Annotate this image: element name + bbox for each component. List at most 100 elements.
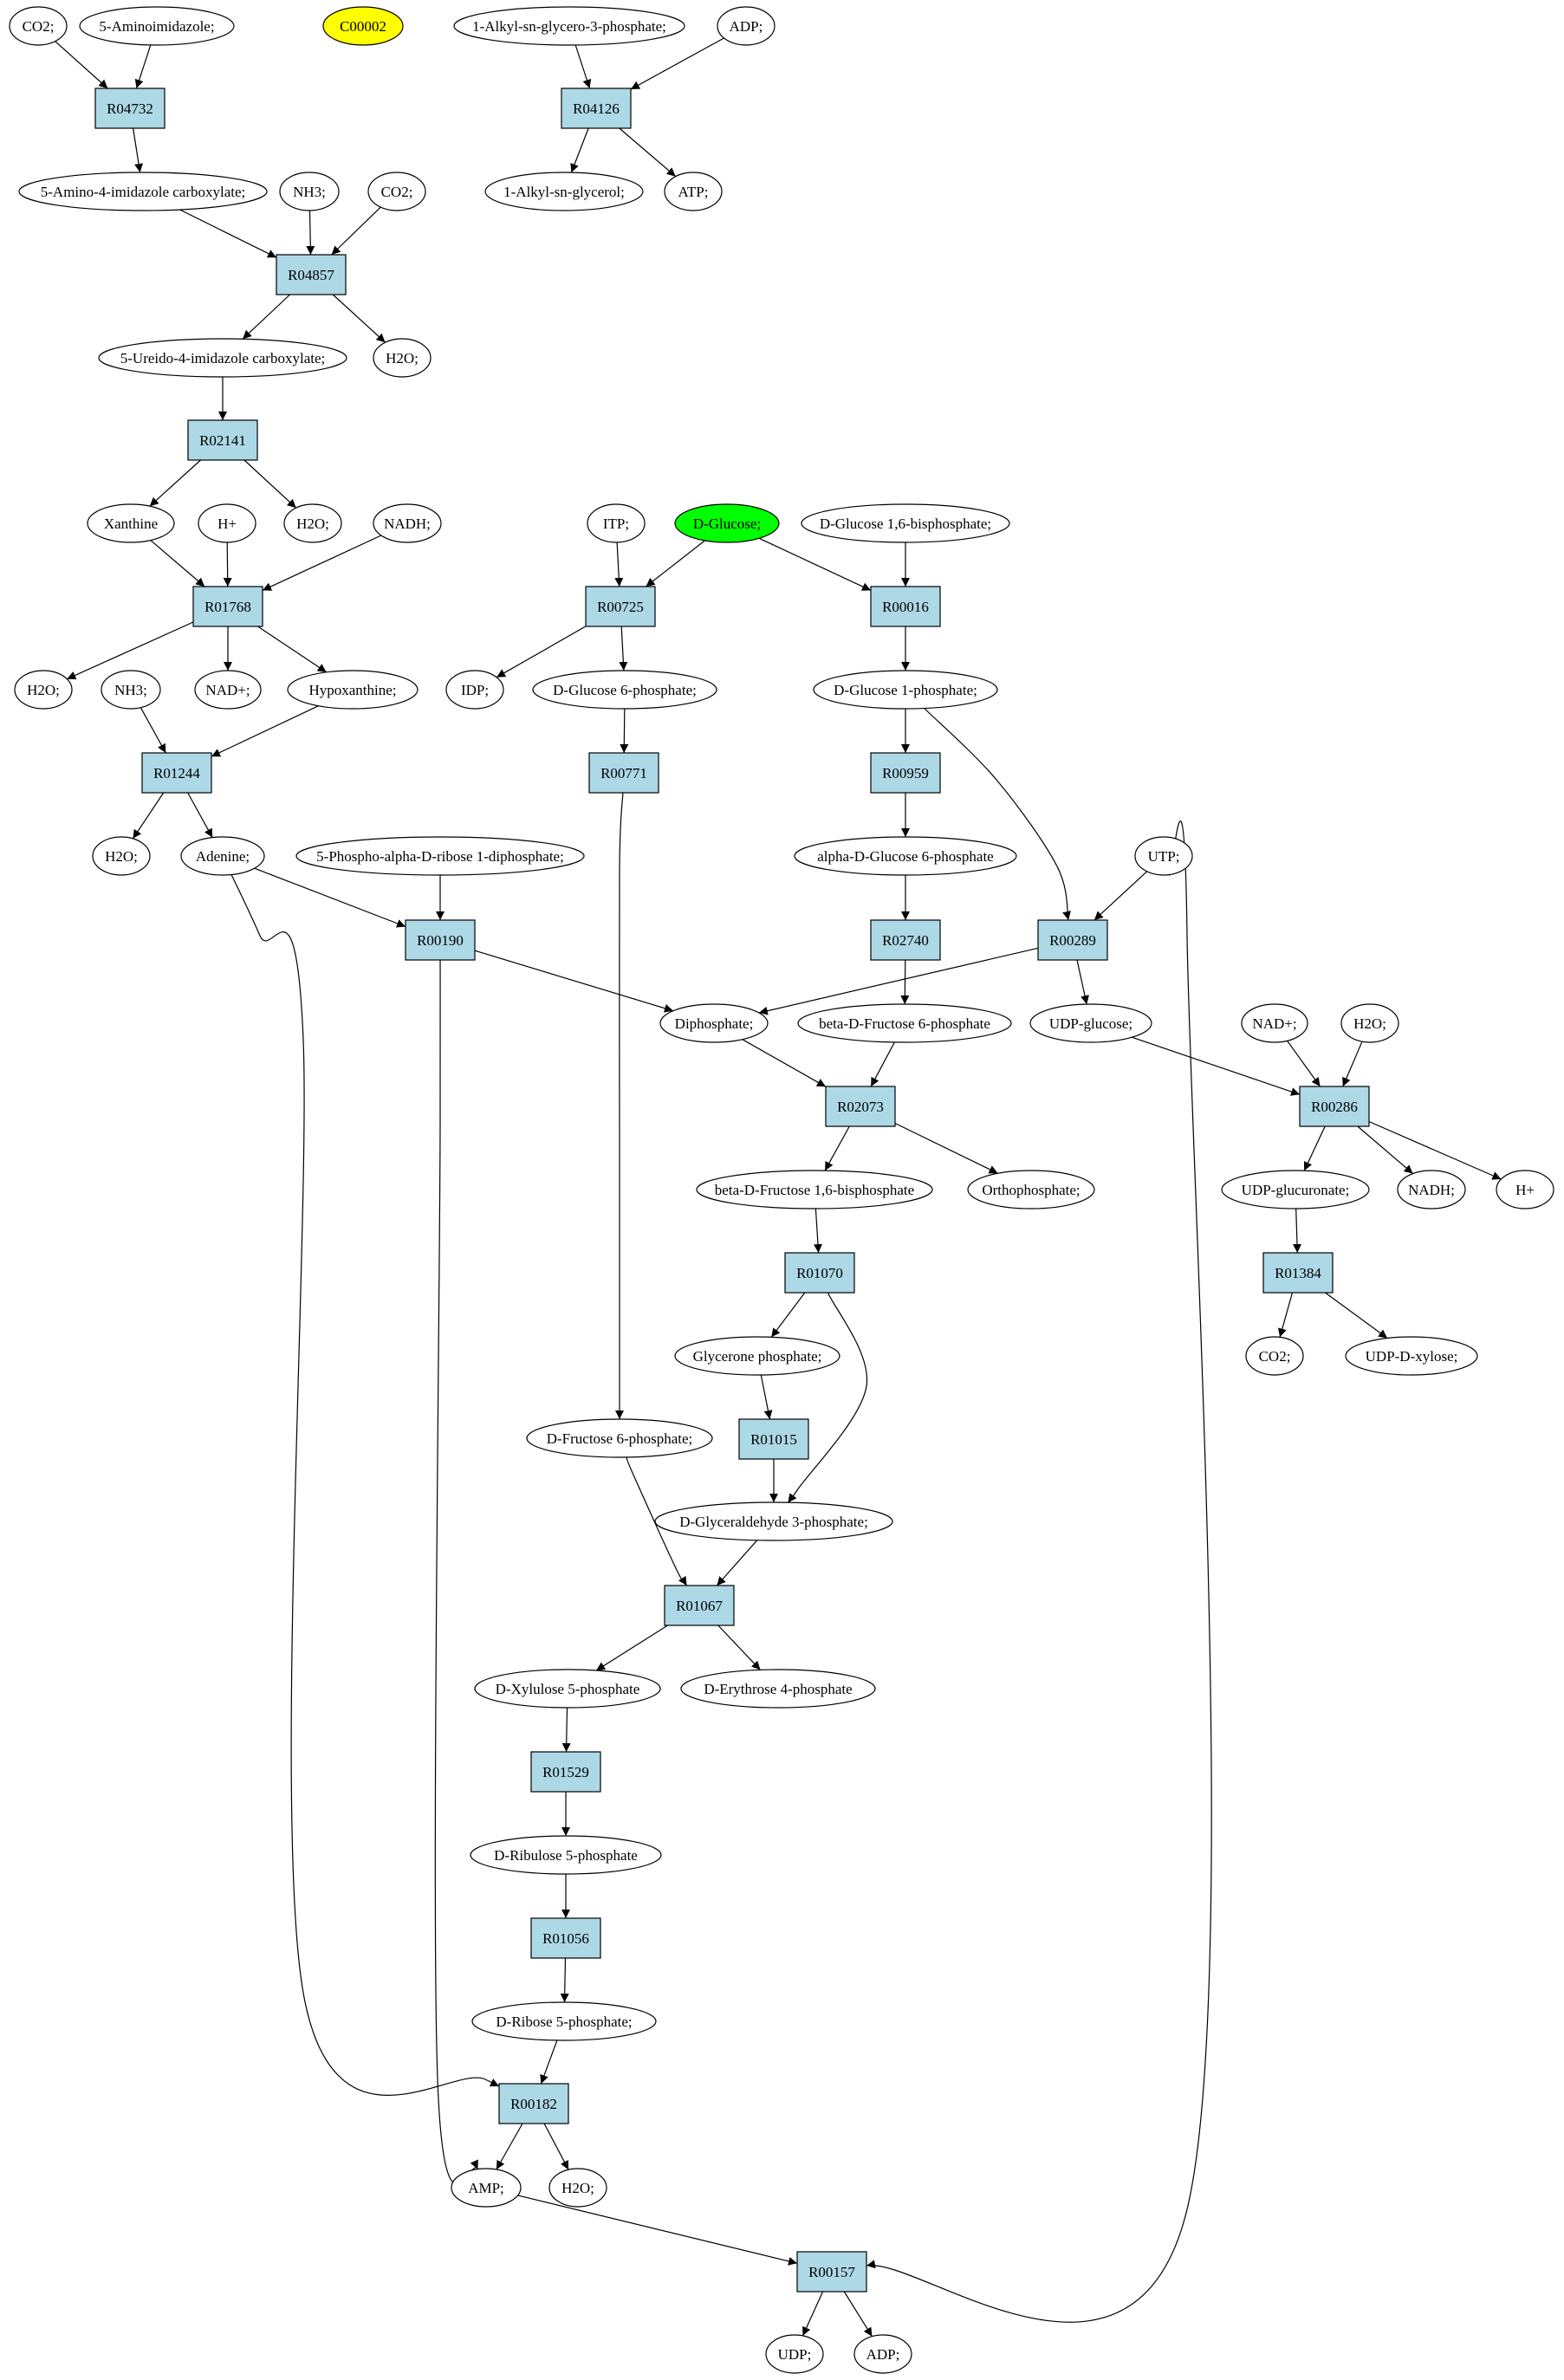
compound-node-n_h2o_c[interactable]: H2O; [14, 670, 73, 710]
compound-node-n_nh3_b[interactable]: NH3; [101, 670, 161, 710]
node-label: R02141 [199, 432, 246, 449]
compound-node-n_aminoimid[interactable]: 5-Aminoimidazole; [79, 6, 235, 46]
reaction-node-r_R04732[interactable]: R04732 [94, 88, 165, 129]
reaction-node-r_R02141[interactable]: R02141 [187, 419, 258, 461]
compound-node-n_udpglcua[interactable]: UDP-glucuronate; [1221, 1170, 1370, 1209]
compound-node-n_adp_b[interactable]: ADP; [853, 2334, 912, 2374]
compound-node-n_diphos[interactable]: Diphosphate; [659, 1003, 769, 1043]
compound-node-n_c00002[interactable]: C00002 [322, 6, 404, 46]
edge-r_R04126-to-n_alkylg [570, 127, 589, 173]
compound-node-n_alkylg[interactable]: 1-Alkyl-sn-glycerol; [484, 172, 644, 211]
compound-node-n_amp[interactable]: AMP; [451, 2168, 522, 2208]
compound-node-n_e4p[interactable]: D-Erythrose 4-phosphate [680, 1669, 876, 1709]
reaction-node-r_R01056[interactable]: R01056 [530, 1917, 601, 1959]
compound-node-n_h2o_e[interactable]: H2O; [1340, 1003, 1399, 1043]
compound-node-n_ag6p[interactable]: alpha-D-Glucose 6-phosphate [794, 836, 1017, 876]
reaction-node-r_R00157[interactable]: R00157 [796, 2251, 867, 2292]
compound-ellipse [797, 1003, 1012, 1043]
reaction-node-r_R01768[interactable]: R01768 [192, 586, 263, 627]
edge-n_adenine-to-r_R00182 [230, 874, 504, 2097]
compound-node-n_df6p[interactable]: D-Fructose 6-phosphate; [526, 1418, 713, 1458]
node-label: NADH; [384, 516, 431, 532]
compound-node-n_g1p[interactable]: D-Glucose 1-phosphate; [813, 670, 998, 710]
compound-node-n_udpxyl[interactable]: UDP-D-xylose; [1345, 1336, 1478, 1376]
edge-r_R00289-to-n_diphos [758, 947, 1039, 1015]
compound-ellipse [813, 670, 998, 710]
reaction-node-r_R01067[interactable]: R01067 [664, 1585, 735, 1626]
compound-node-n_utp[interactable]: UTP; [1134, 836, 1193, 876]
edge-n_udpglc-to-r_R00286 [1132, 1036, 1301, 1096]
compound-node-n_xu5p[interactable]: D-Xylulose 5-phosphate [474, 1669, 661, 1709]
reaction-node-r_R01070[interactable]: R01070 [784, 1252, 855, 1294]
reaction-node-r_R00725[interactable]: R00725 [585, 586, 656, 627]
reaction-node-r_R01384[interactable]: R01384 [1262, 1252, 1334, 1294]
compound-node-n_g16bp[interactable]: D-Glucose 1,6-bisphosphate; [801, 503, 1010, 543]
reaction-node-r_R04126[interactable]: R04126 [561, 88, 632, 129]
compound-node-n_glycerone[interactable]: Glycerone phosphate; [674, 1336, 840, 1376]
compound-ellipse [765, 2334, 824, 2374]
compound-node-n_adp_a[interactable]: ADP; [717, 6, 776, 46]
compound-node-n_h2o_b[interactable]: H2O; [283, 503, 342, 543]
edge-r_R00286-to-n_hplus_b [1368, 1120, 1502, 1180]
compound-node-n_bf6p[interactable]: beta-D-Fructose 6-phosphate [797, 1003, 1012, 1043]
reaction-node-r_R04857[interactable]: R04857 [276, 254, 347, 295]
node-label: beta-D-Fructose 1,6-bisphosphate [715, 1182, 914, 1198]
compound-node-n_g6p[interactable]: D-Glucose 6-phosphate; [532, 670, 717, 710]
compound-node-n_orthophos[interactable]: Orthophosphate; [967, 1170, 1095, 1209]
compound-node-n_prpp[interactable]: 5-Phospho-alpha-D-ribose 1-diphosphate; [295, 836, 585, 876]
compound-node-n_aic[interactable]: 5-Amino-4-imidazole carboxylate; [18, 172, 268, 211]
compound-node-n_xanthine[interactable]: Xanthine [87, 503, 175, 543]
compound-node-n_udp[interactable]: UDP; [765, 2334, 824, 2374]
compound-node-n_dglucose[interactable]: D-Glucose; [674, 503, 780, 543]
compound-node-n_ru5p[interactable]: D-Ribulose 5-phosphate [470, 1835, 662, 1875]
compound-node-n_co2_c[interactable]: CO2; [1245, 1336, 1304, 1376]
reaction-node-r_R00286[interactable]: R00286 [1299, 1086, 1370, 1127]
compound-node-n_co2_a[interactable]: CO2; [9, 6, 68, 46]
compound-node-n_idp[interactable]: IDP; [445, 670, 504, 710]
reaction-node-r_R00959[interactable]: R00959 [870, 752, 941, 794]
reaction-node-r_R00182[interactable]: R00182 [498, 2083, 569, 2124]
compound-node-n_hypox[interactable]: Hypoxanthine; [287, 670, 419, 710]
compound-node-n_nadh_b[interactable]: NADH; [1397, 1170, 1466, 1209]
compound-node-n_atp[interactable]: ATP; [664, 172, 723, 211]
compound-ellipse [587, 503, 646, 543]
reaction-node-r_R01244[interactable]: R01244 [141, 752, 212, 794]
edge-r_R00157-to-n_udp [801, 2291, 824, 2337]
compound-node-n_nadplus_a[interactable]: NAD+; [194, 670, 262, 710]
reaction-node-r_R00289[interactable]: R00289 [1037, 919, 1108, 961]
compound-node-n_itp[interactable]: ITP; [587, 503, 646, 543]
reaction-node-r_R01015[interactable]: R01015 [738, 1418, 809, 1460]
reaction-box [1262, 1252, 1334, 1294]
compound-node-n_nadplus_b[interactable]: NAD+; [1241, 1003, 1308, 1043]
compound-node-n_hplus_b[interactable]: H+ [1496, 1170, 1554, 1209]
compound-node-n_nadh_a[interactable]: NADH; [373, 503, 442, 543]
reaction-node-r_R00190[interactable]: R00190 [405, 919, 476, 961]
reaction-node-r_R00016[interactable]: R00016 [870, 586, 941, 627]
compound-node-n_h2o_f[interactable]: H2O; [548, 2168, 607, 2208]
compound-node-n_h2o_d[interactable]: H2O; [92, 836, 151, 876]
node-label: NH3; [114, 682, 147, 698]
compound-node-n_r5p[interactable]: D-Ribose 5-phosphate; [471, 2001, 657, 2041]
compound-ellipse [373, 503, 442, 543]
compound-node-n_nh3_a[interactable]: NH3; [279, 172, 340, 211]
edge-r_R01384-to-n_udpxyl [1325, 1292, 1388, 1339]
compound-node-n_udpglc[interactable]: UDP-glucose; [1029, 1003, 1152, 1043]
reaction-node-r_R02740[interactable]: R02740 [870, 919, 941, 961]
reaction-node-r_R01529[interactable]: R01529 [530, 1751, 601, 1793]
compound-node-n_gap[interactable]: D-Glyceraldehyde 3-phosphate; [654, 1501, 893, 1541]
compound-node-n_alkylg3p[interactable]: 1-Alkyl-sn-glycero-3-phosphate; [453, 6, 685, 46]
reaction-node-r_R00771[interactable]: R00771 [588, 752, 659, 794]
compound-node-n_adenine[interactable]: Adenine; [180, 836, 265, 876]
reaction-node-r_R02073[interactable]: R02073 [825, 1086, 896, 1127]
edge-n_dglucose-to-r_R00016 [758, 537, 872, 591]
compound-node-n_uic[interactable]: 5-Ureido-4-imidazole carboxylate; [98, 338, 347, 378]
node-label: D-Ribose 5-phosphate; [496, 2014, 632, 2030]
edge-r_R01244-to-n_h2o_d [132, 792, 165, 840]
node-label: R02073 [837, 1099, 884, 1115]
compound-node-n_h2o_a[interactable]: H2O; [373, 338, 432, 378]
compound-node-n_bf16bp[interactable]: beta-D-Fructose 1,6-bisphosphate [696, 1170, 933, 1209]
compound-ellipse [1345, 1336, 1478, 1376]
node-label: D-Fructose 6-phosphate; [547, 1430, 693, 1447]
compound-node-n_hplus_a[interactable]: H+ [198, 503, 256, 543]
compound-node-n_co2_b[interactable]: CO2; [367, 172, 426, 211]
